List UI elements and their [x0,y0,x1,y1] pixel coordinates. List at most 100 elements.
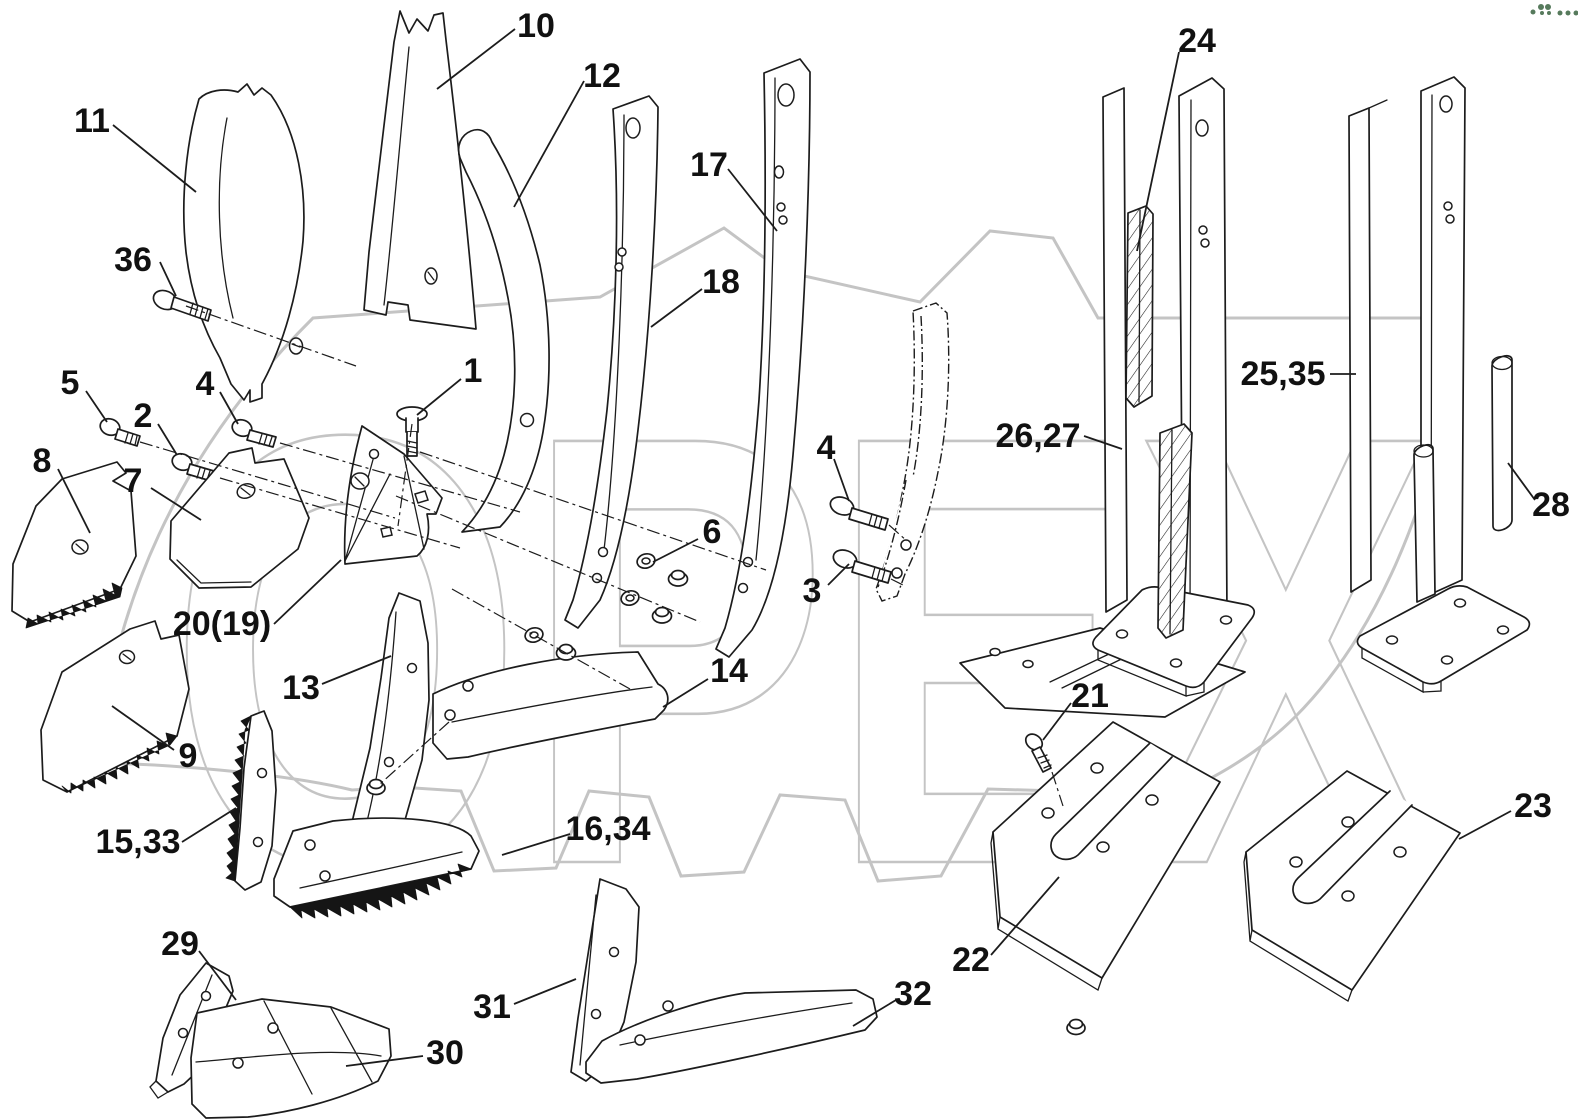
part-1-bolt [396,406,428,457]
callout-leader-10 [436,28,516,90]
callout-1: 1 [416,352,482,416]
part-11-moldboard [182,83,305,403]
part-15-33-serrated-shin [225,710,277,891]
callout-12: 12 [513,57,621,208]
logo-dot [1547,11,1551,15]
callout-number-31: 31 [473,988,511,1026]
callout-29: 29 [161,925,237,1001]
callout-28: 28 [1507,462,1570,524]
callout-number-4-left: 4 [196,365,215,403]
part-17-shank [715,58,811,658]
callout-number-29: 29 [161,925,199,963]
callout-leader-6 [652,538,699,563]
callout-31: 31 [473,978,577,1026]
callout-3: 3 [803,563,850,610]
callout-11: 11 [74,102,197,193]
callout-4-left: 4 [196,365,239,425]
part-right-base-plate [1356,585,1531,694]
callout-leader-36 [159,261,177,297]
callout-number-24: 24 [1178,22,1216,60]
callout-number-25-35: 25,35 [1240,355,1325,393]
callout-number-23: 23 [1514,787,1552,825]
callout-leader-5 [85,390,108,423]
callout-number-30: 30 [426,1034,464,1072]
callout-leader-32 [852,999,897,1027]
callout-8: 8 [33,442,91,534]
part-4-bolt-right [829,496,889,531]
callout-leader-31 [513,978,577,1005]
logo-dot [1540,11,1544,15]
logo-dot [1565,10,1571,16]
callout-21: 21 [1042,677,1109,741]
callout-leader-4-right [833,458,850,502]
callout-leader-15-33 [181,807,237,843]
parts-layer [11,10,1531,1119]
callout-number-16-34: 16,34 [565,810,650,848]
logo-dots [1530,4,1578,16]
callout-23: 23 [1458,787,1552,840]
callout-number-17: 17 [690,146,728,184]
callout-leader-29 [198,950,237,1001]
callout-leader-26-27 [1083,435,1123,450]
callout-number-11: 11 [74,102,110,140]
callout-24: 24 [1136,22,1216,252]
callout-leader-20-19 [273,559,342,625]
callout-22: 22 [952,876,1060,979]
callout-number-7: 7 [124,462,143,500]
callout-20-19: 20(19) [173,559,342,643]
callout-leader-13 [321,655,392,685]
callout-32: 32 [852,975,932,1027]
callout-18: 18 [650,263,740,328]
logo-dot [1545,4,1551,10]
callout-13: 13 [282,655,392,707]
callout-4-right: 4 [817,429,850,502]
part-left-holder-plate [1178,77,1228,633]
part-3-bolt [832,549,892,584]
callout-6: 6 [652,513,721,563]
logo-dot [1538,4,1544,10]
assembly-axis-lines [139,305,1064,807]
callout-leader-3 [827,563,850,586]
callout-number-3: 3 [803,572,822,610]
logo-dot [1530,9,1536,15]
part-ghost-tine [875,302,950,602]
callout-leader-23 [1458,810,1512,840]
part-22-slotted-share [990,721,1221,1036]
callout-number-15-33: 15,33 [95,823,180,861]
callout-2: 2 [134,397,178,456]
callout-number-10: 10 [517,7,555,45]
callout-number-8: 8 [33,442,52,480]
part-26-27-serrated-bar [1157,423,1193,639]
callout-36: 36 [114,241,177,297]
callout-leader-17 [727,168,778,232]
callout-leader-11 [112,124,197,193]
callout-leader-30 [345,1055,424,1067]
callout-number-12: 12 [583,57,621,95]
callout-14: 14 [662,652,748,708]
part-hidden-share-left-base [959,627,1246,718]
part-7-point [169,447,310,589]
part-8-serrated-point [11,461,137,629]
callout-leader-7 [150,487,202,521]
callout-9: 9 [111,705,197,775]
callout-number-21: 21 [1071,677,1109,715]
callout-number-28: 28 [1532,486,1570,524]
callout-number-22: 22 [952,941,990,979]
callout-leader-18 [650,288,703,328]
callout-number-14: 14 [710,652,748,690]
callout-leader-8 [57,468,91,534]
callout-leader-2 [157,423,178,456]
part-4-bolt-left [231,418,277,448]
part-30-share [190,998,392,1119]
callout-number-13: 13 [282,669,320,707]
callout-5: 5 [61,364,108,423]
callout-leader-14 [662,678,709,708]
part-21-bolt [1024,733,1052,773]
callout-leader-9 [111,705,175,751]
part-25-35-strip [1348,99,1388,593]
part-16-34-serrated-share [273,817,480,919]
logo-dot [1557,10,1563,16]
callout-leader-21 [1042,702,1072,741]
